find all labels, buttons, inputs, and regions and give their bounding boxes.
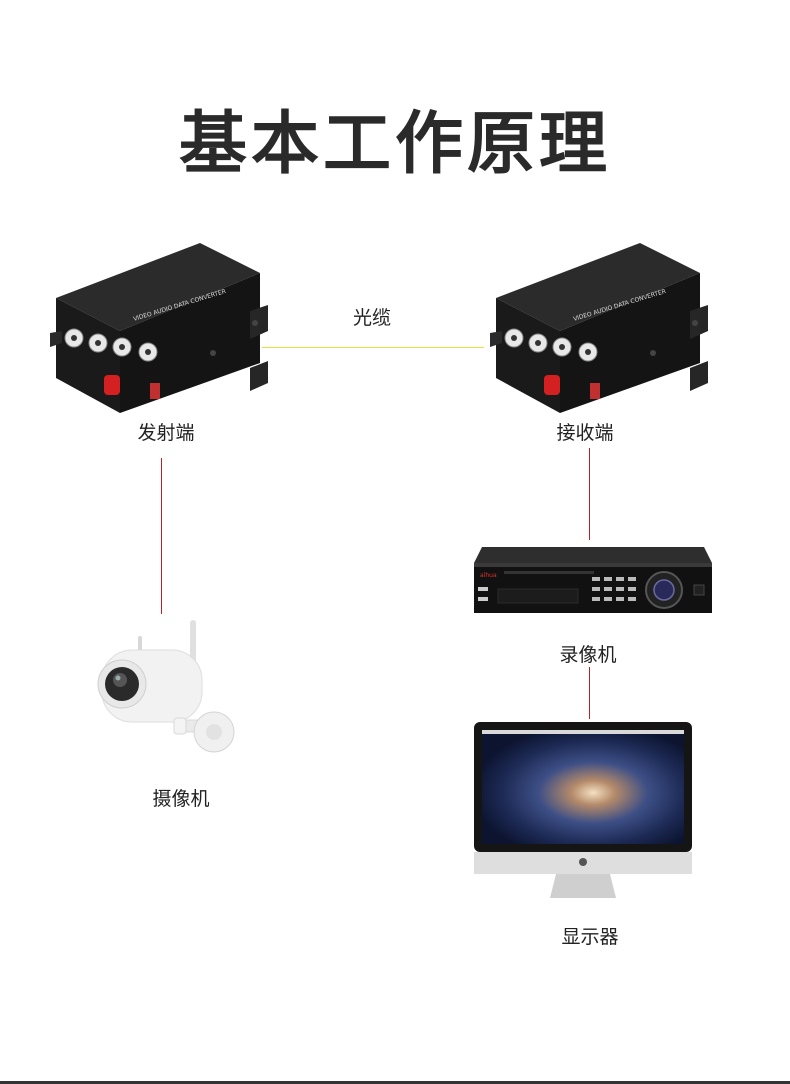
camera-device (96, 620, 246, 760)
transmitter-device: VIDEO AUDIO DATA CONVERTER (50, 243, 272, 423)
monitor-label: 显示器 (561, 926, 619, 948)
fiber-label: 光缆 (352, 307, 391, 329)
receiver-device: VIDEO AUDIO DATA CONVERTER (490, 243, 712, 423)
recorder-brand-text: alhua (480, 572, 497, 579)
transmitter-label: 发射端 (137, 422, 195, 444)
recorder-device: alhua (474, 545, 714, 615)
camera-label: 摄像机 (152, 788, 210, 810)
monitor-device (474, 722, 692, 902)
bottom-divider (0, 1081, 790, 1084)
recorder-link-line (589, 448, 590, 540)
camera-link-line (161, 458, 162, 614)
page-title: 基本工作原理 (178, 105, 611, 184)
monitor-link-line (589, 667, 590, 719)
receiver-label: 接收端 (556, 422, 614, 444)
fiber-cable-line (262, 347, 484, 348)
recorder-label: 录像机 (559, 644, 617, 666)
